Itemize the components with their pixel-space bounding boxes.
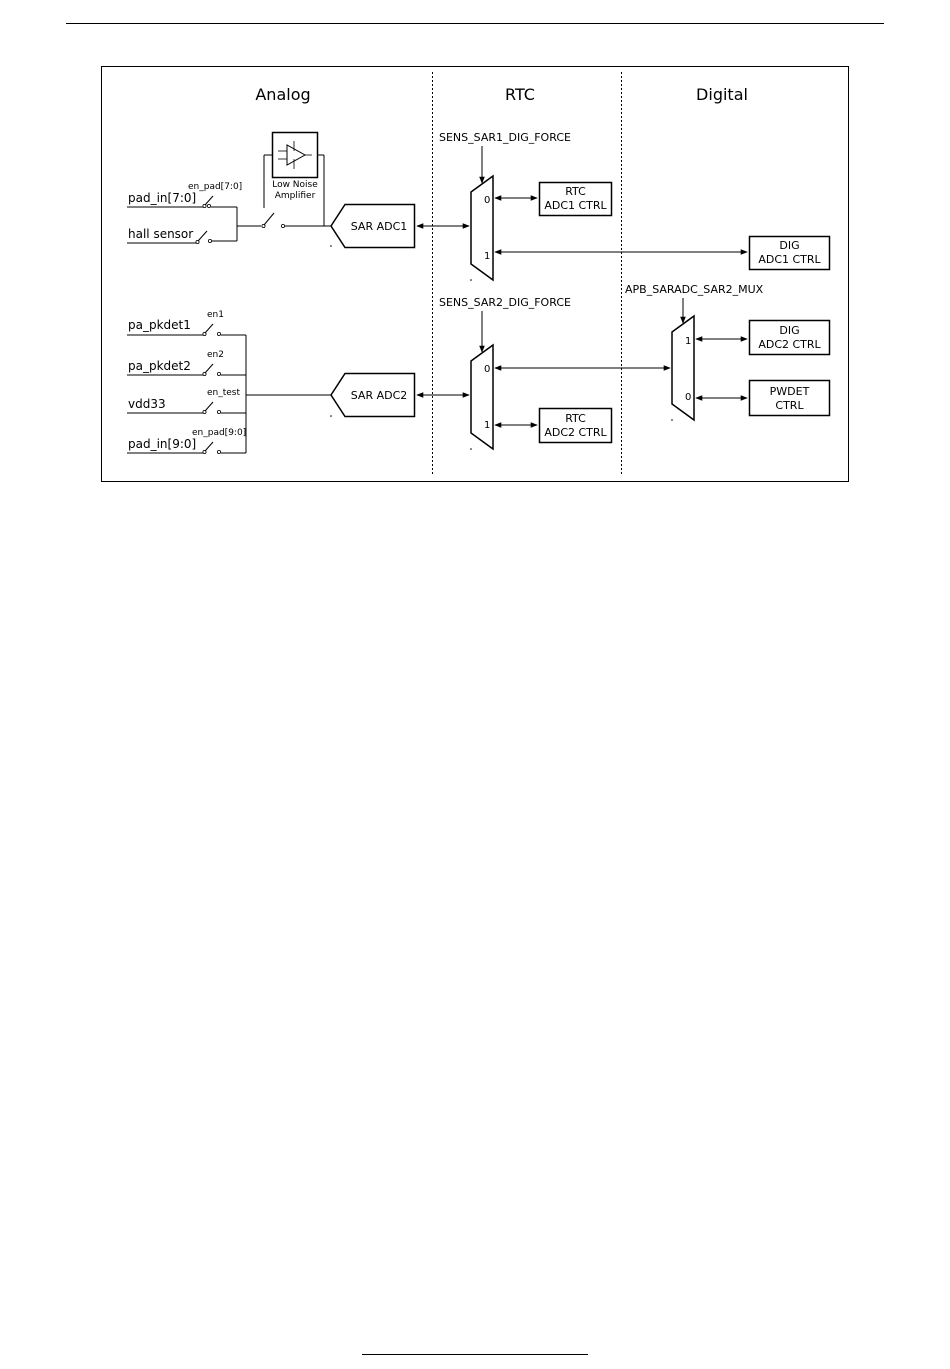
switch-label-en2: en2	[207, 350, 224, 360]
switch-en-test	[203, 402, 221, 414]
input-label-pad-in-7-0: pad_in[7:0]	[128, 191, 196, 205]
section-title-digital: Digital	[696, 85, 748, 104]
sar-adc2-label: SAR ADC2	[351, 389, 408, 402]
mux3-pin-1: 1	[685, 336, 691, 347]
dot-adc1	[330, 245, 332, 247]
mux1-pin-0: 0	[484, 195, 490, 206]
mux1	[471, 176, 493, 280]
rtc-adc2-ctrl-line1: RTC	[565, 412, 586, 425]
dig-adc1-ctrl-line2: ADC1 CTRL	[758, 253, 821, 266]
switch-label-en-test: en_test	[207, 388, 240, 398]
dot-mux1	[470, 279, 472, 281]
pwdet-ctrl-line1: PWDET	[770, 385, 810, 398]
input-label-pa-pkdet2: pa_pkdet2	[128, 359, 191, 373]
dig-adc2-ctrl-line2: ADC2 CTRL	[758, 338, 821, 351]
mux1-pin-1: 1	[484, 251, 490, 262]
pwdet-ctrl-line2: CTRL	[775, 399, 804, 412]
control-label-sens-sar1-dig-force: SENS_SAR1_DIG_FORCE	[439, 131, 571, 144]
section-title-analog: Analog	[255, 85, 310, 104]
mux3	[672, 316, 694, 420]
switch-hall-sensor	[196, 231, 212, 244]
switch-en-pad-9-0	[203, 442, 221, 454]
dot-mux3	[671, 419, 673, 421]
input-label-vdd33: vdd33	[128, 397, 166, 411]
lna-label-line2: Amplifier	[275, 191, 316, 201]
rtc-adc1-ctrl-line1: RTC	[565, 185, 586, 198]
dig-adc2-ctrl-line1: DIG	[779, 324, 799, 337]
mux2	[471, 345, 493, 449]
switch-en1	[203, 324, 221, 336]
control-label-sens-sar2-dig-force: SENS_SAR2_DIG_FORCE	[439, 296, 571, 309]
section-title-rtc: RTC	[505, 85, 535, 104]
input-label-hall-sensor: hall sensor	[128, 227, 193, 241]
dot-adc2	[330, 415, 332, 417]
dig-adc1-ctrl-line1: DIG	[779, 239, 799, 252]
mux2-pin-0: 0	[484, 364, 490, 375]
lna-label-line1: Low Noise	[272, 180, 318, 190]
mux2-pin-1: 1	[484, 420, 490, 431]
switch-label-en1: en1	[207, 310, 224, 320]
dot-mux2	[470, 448, 472, 450]
switch-label-en-pad-7-0: en_pad[7:0]	[188, 182, 242, 192]
switch-label-en-pad-9-0: en_pad[9:0]	[192, 428, 246, 438]
mux3-pin-0: 0	[685, 392, 691, 403]
rtc-adc2-ctrl-line2: ADC2 CTRL	[544, 426, 607, 439]
switch-lna-bypass	[262, 213, 285, 228]
rtc-adc1-ctrl-line2: ADC1 CTRL	[544, 199, 607, 212]
low-noise-amplifier	[273, 133, 318, 178]
input-label-pa-pkdet1: pa_pkdet1	[128, 318, 191, 332]
input-label-pad-in-9-0: pad_in[9:0]	[128, 437, 196, 451]
sar-adc1-label: SAR ADC1	[351, 220, 408, 233]
control-label-apb-saradc-sar2-mux: APB_SARADC_SAR2_MUX	[625, 283, 764, 296]
switch-en-pad-7-0	[203, 196, 213, 208]
switch-en2	[203, 364, 221, 376]
